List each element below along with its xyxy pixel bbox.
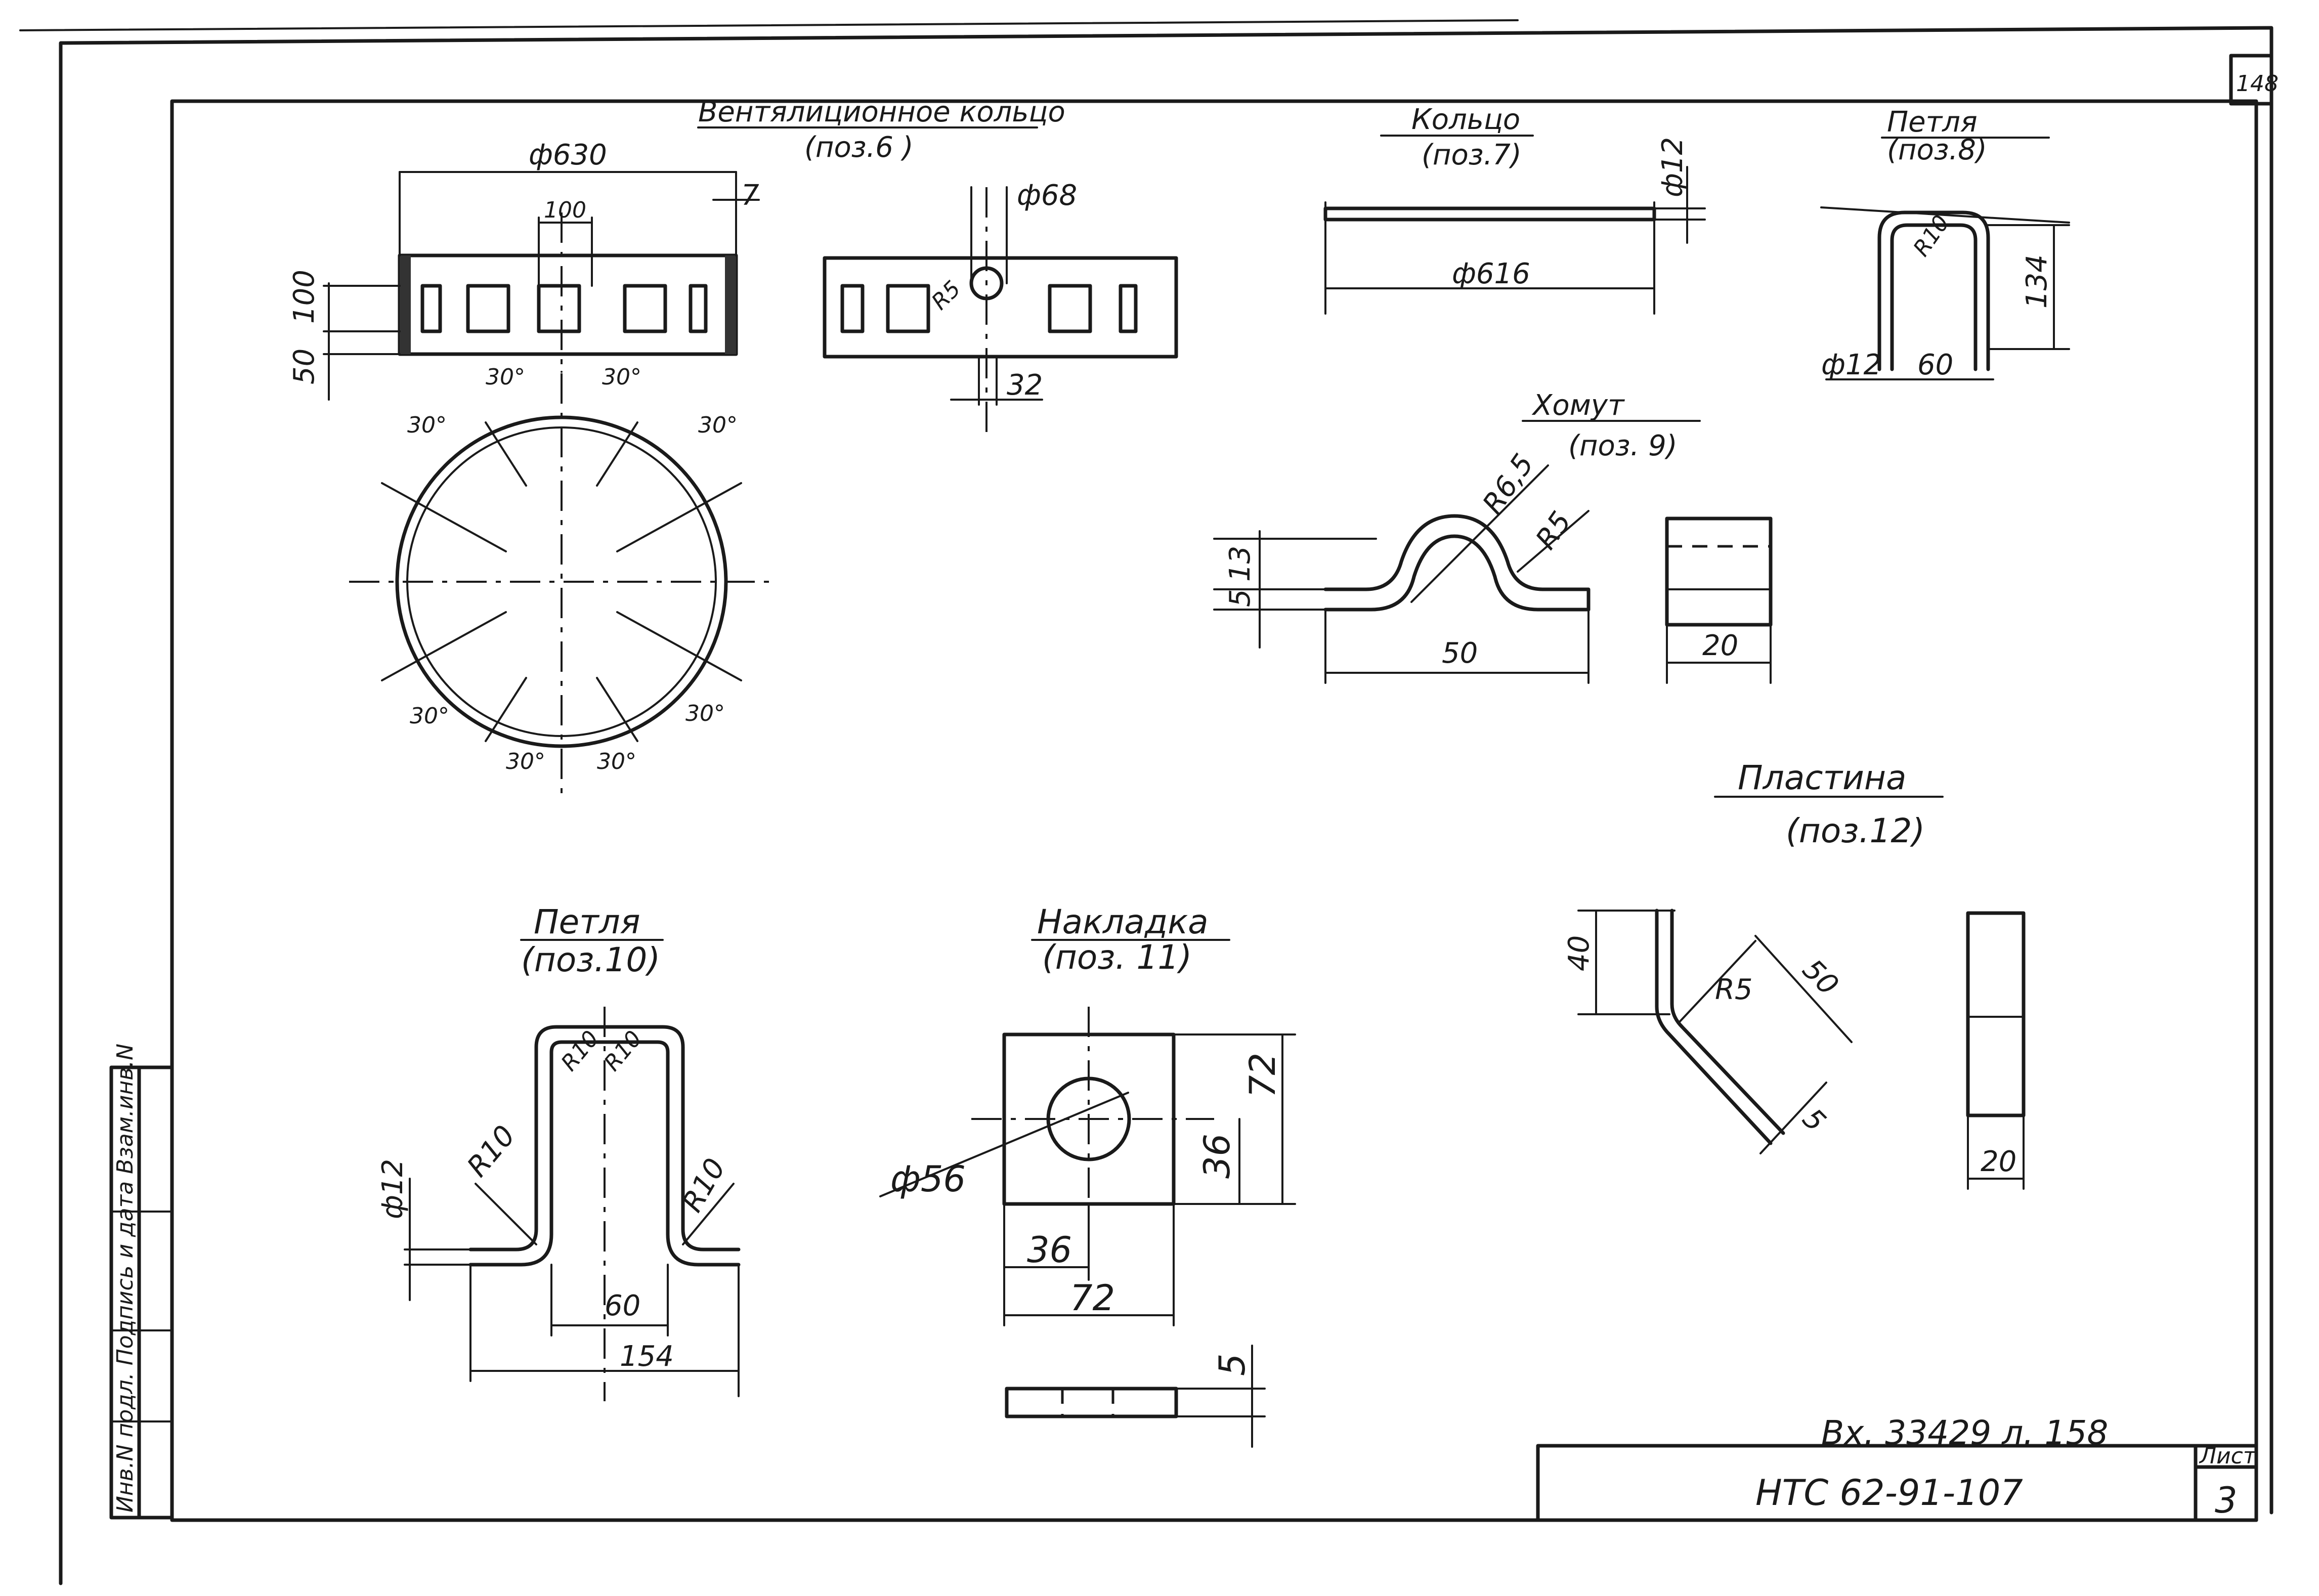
clamp-h5: 5 xyxy=(1224,589,1257,607)
loop8-w60: 60 xyxy=(1917,349,1953,381)
plate-t5: 5 xyxy=(1796,1102,1832,1138)
loop10-w60: 60 xyxy=(605,1289,640,1322)
overlay-w72: 72 xyxy=(1070,1277,1115,1319)
plate-l50: 50 xyxy=(1796,953,1844,1002)
overlay-detail: Накладка (поз. 11) ф56 72 36 36 72 5 xyxy=(879,902,1296,1448)
archive-note: Вх. 33429 л. 158 xyxy=(1821,1413,2108,1452)
loop10-w154: 154 xyxy=(620,1340,674,1373)
plate-detail: Пластина (поз.12) 40 R5 50 5 20 xyxy=(1563,758,2026,1190)
loop8-h134: 134 xyxy=(2021,254,2053,309)
clamp-detail: Хомут (поз. 9) 13 5 50 R6,5 R5 20 xyxy=(1213,389,1773,684)
angle-2: 30° xyxy=(602,364,641,390)
clamp-w50: 50 xyxy=(1442,637,1478,670)
overlay-w36: 36 xyxy=(1027,1229,1072,1271)
dim-100-top: 100 xyxy=(544,197,586,223)
clamp-r5: R5 xyxy=(1529,506,1578,555)
inner-frame xyxy=(170,99,2258,1522)
title-block: НТС 62-91-107 Лист 3 xyxy=(1536,1443,2258,1522)
angle-4: 30° xyxy=(698,412,738,438)
sheet-number: 148 xyxy=(2236,71,2279,97)
ventilation-ring-detail: Вентялиционное кольцо (поз.6 ) ф630 100 … xyxy=(288,96,1178,799)
dim-d68: ф68 xyxy=(1017,179,1077,212)
angle-8: 30° xyxy=(597,749,636,774)
angle-6: 30° xyxy=(685,701,725,726)
clamp-w20: 20 xyxy=(1702,629,1738,662)
clamp-r65: R6,5 xyxy=(1476,448,1540,520)
dim-ring-d12: ф12 xyxy=(1656,137,1689,197)
outer-frame xyxy=(19,19,2273,1585)
dim-r5: R5 xyxy=(927,276,966,315)
angle-3: 30° xyxy=(407,412,447,438)
loop10-r10d: R10 xyxy=(599,1026,647,1076)
loop8-detail: Петля (поз.8) R10 134 ф12 60 xyxy=(1820,106,2070,381)
dim-7: 7 xyxy=(741,179,759,212)
side-stamp-text: Инв.N подл. Подпись и дата Взам.инв.N xyxy=(112,1044,138,1513)
clamp-pos: (поз. 9) xyxy=(1568,429,1678,462)
plate-r5: R5 xyxy=(1715,973,1753,1006)
plate-title: Пластина xyxy=(1738,758,1906,797)
loop10-detail: Петля (поз.10) ф12 R10 R10 R10 R10 60 15… xyxy=(376,902,741,1401)
angle-5: 30° xyxy=(410,703,449,729)
ring-pos: (поз.7) xyxy=(1422,139,1522,171)
dim-h100: 100 xyxy=(288,270,321,324)
sheet-label: Лист xyxy=(2199,1443,2257,1469)
angle-7: 30° xyxy=(506,749,545,774)
ventring-title: Вентялиционное кольцо xyxy=(698,96,1065,128)
dim-32: 32 xyxy=(1007,369,1043,402)
clamp-title: Хомут xyxy=(1531,389,1625,422)
loop8-title: Петля xyxy=(1887,106,1978,139)
loop8-r10: R10 xyxy=(1908,210,1954,261)
overlay-t5: 5 xyxy=(1212,1353,1253,1376)
loop8-pos: (поз.8) xyxy=(1887,134,1987,166)
loop10-r10c: R10 xyxy=(556,1026,604,1076)
loop10-title: Петля xyxy=(534,902,640,941)
overlay-h36: 36 xyxy=(1196,1134,1238,1179)
angle-1: 30° xyxy=(486,364,525,390)
plate-w20: 20 xyxy=(1981,1145,2016,1178)
ring-detail: Кольцо (поз.7) ф616 ф12 xyxy=(1323,103,1706,315)
loop8-d12: ф12 xyxy=(1821,349,1881,381)
ring-title: Кольцо xyxy=(1411,103,1520,136)
overlay-pos: (поз. 11) xyxy=(1042,938,1192,977)
loop10-pos: (поз.10) xyxy=(521,940,660,979)
sheet-number-box: 148 xyxy=(2229,54,2279,106)
overlay-d56: ф56 xyxy=(890,1158,966,1200)
clamp-h13: 13 xyxy=(1224,546,1257,582)
plate-pos: (поз.12) xyxy=(1786,811,1925,850)
document-code: НТС 62-91-107 xyxy=(1755,1472,2023,1514)
overlay-title: Накладка xyxy=(1037,902,1209,941)
loop10-r10a: R10 xyxy=(461,1119,522,1183)
dim-d630: ф630 xyxy=(529,139,607,171)
dim-h50: 50 xyxy=(288,349,321,384)
sheet-value: 3 xyxy=(2215,1480,2238,1521)
loop10-d12: ф12 xyxy=(376,1159,409,1219)
plate-h40: 40 xyxy=(1563,935,1596,971)
overlay-h72: 72 xyxy=(1242,1053,1283,1098)
ventring-pos: (поз.6 ) xyxy=(804,131,914,164)
side-stamp: Инв.N подл. Подпись и дата Взам.инв.N xyxy=(109,1044,174,1520)
dim-d616: ф616 xyxy=(1452,257,1530,290)
